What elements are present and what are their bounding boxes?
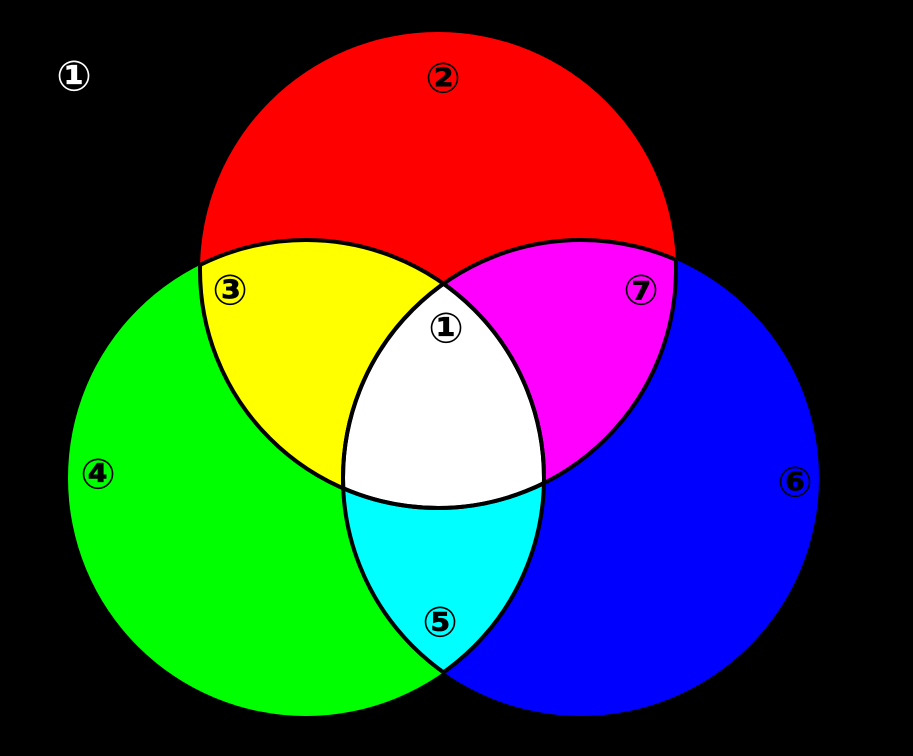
label-blue: ⑥: [777, 458, 813, 507]
label-red-green: ③: [212, 266, 248, 315]
blue-arc-in-green: [341, 240, 544, 716]
green-arc-in-blue: [343, 240, 546, 716]
center-overlap: [343, 240, 544, 508]
label-green: ④: [80, 450, 116, 499]
label-outside: ①: [56, 52, 92, 101]
label-center: ①: [428, 304, 464, 353]
red-arc-in-blue: [343, 240, 678, 510]
label-red: ②: [425, 54, 461, 103]
label-green-blue: ⑤: [422, 598, 458, 647]
label-red-blue: ⑦: [623, 266, 659, 315]
